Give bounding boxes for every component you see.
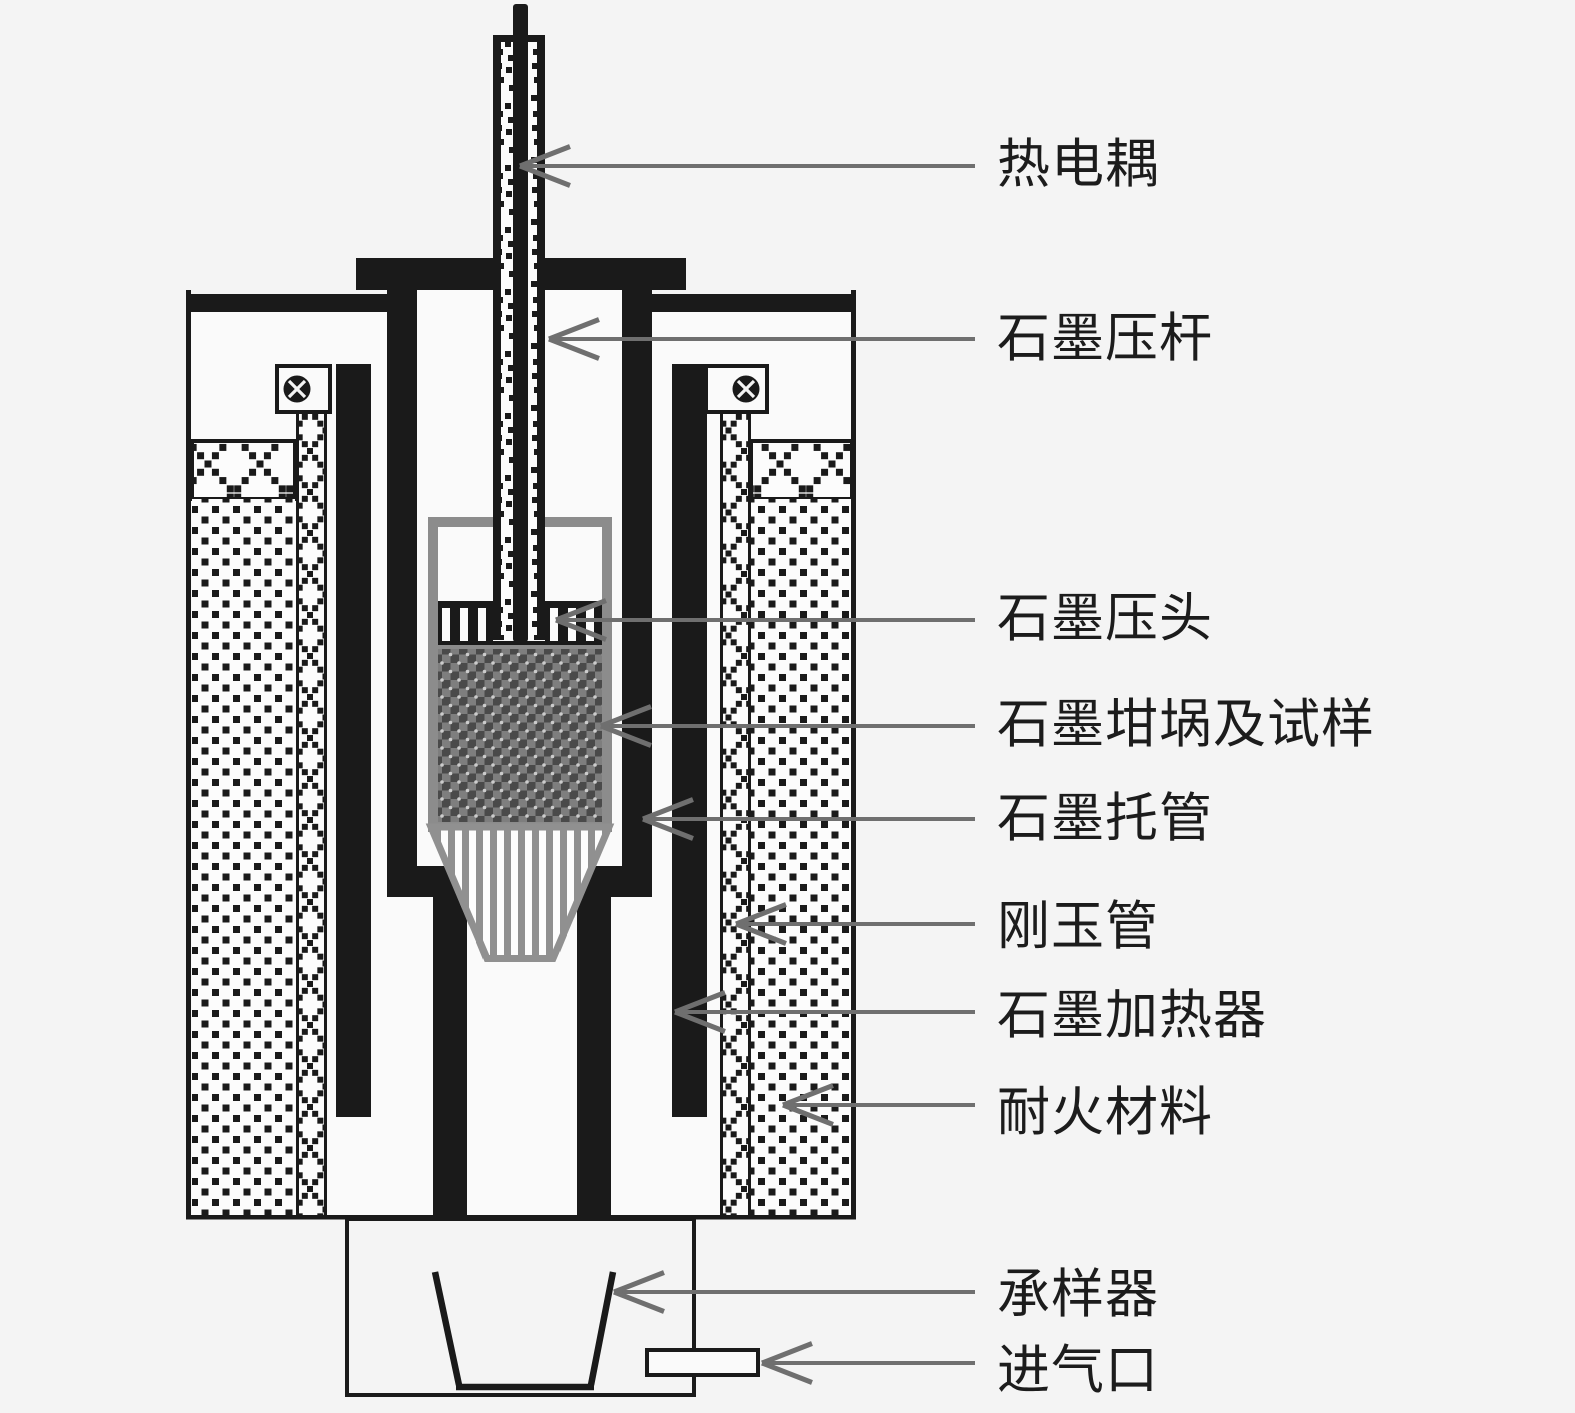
screw-box-left	[275, 364, 332, 414]
arrow-head	[642, 797, 694, 841]
refractory-dots-right	[751, 499, 852, 1215]
arrow-head	[613, 1270, 665, 1314]
label-thermocouple: 热电耦	[997, 136, 1159, 194]
crucible-sample-part	[438, 649, 602, 822]
refractory-xband-right	[751, 441, 852, 499]
label-gas-inlet: 进气口	[997, 1342, 1159, 1400]
arrow-head	[600, 704, 652, 748]
vessel-wall-left	[186, 290, 191, 1219]
label-corundum-tube: 刚玉管	[997, 898, 1159, 956]
gas-inlet-port	[645, 1348, 760, 1377]
arrow-head	[548, 317, 600, 361]
arrow-head	[519, 144, 571, 188]
crucible-wall-right	[602, 517, 612, 832]
lower-column-right	[577, 866, 611, 1215]
label-graphite-crucible-sample: 石墨坩埚及试样	[997, 696, 1375, 754]
crucible-wall-left	[428, 517, 438, 832]
arrow-head	[782, 1083, 834, 1127]
vessel-cap-left	[186, 294, 387, 312]
label-graphite-support-tube: 石墨托管	[997, 790, 1213, 848]
support-tube-wall-right	[622, 290, 652, 897]
label-sample-receiver: 承样器	[997, 1266, 1159, 1324]
arrow-graphite-press-head	[555, 598, 975, 642]
refractory-left-column	[190, 439, 297, 1215]
graphite-heater-left	[336, 364, 371, 1117]
thermocouple-rod	[513, 4, 528, 642]
base-box-frame	[345, 1217, 696, 1397]
lower-column-left	[433, 866, 467, 1215]
push-rod-tube-wall-left	[493, 35, 501, 640]
support-tube-step-left	[417, 866, 433, 897]
label-refractory-material: 耐火材料	[997, 1084, 1213, 1142]
screw-cross-left	[287, 379, 307, 399]
corundum-pattern-left	[296, 412, 327, 1215]
arrow-refractory-material	[782, 1083, 975, 1127]
label-graphite-push-rod: 石墨压杆	[997, 310, 1213, 368]
press-head-top-edge-right	[545, 601, 602, 608]
arrow-head	[674, 990, 726, 1034]
screw-box-right	[704, 364, 769, 414]
funnel-outline	[425, 823, 615, 962]
support-tube-wall-left	[387, 290, 417, 897]
arrow-head	[761, 1341, 813, 1385]
crucible-lid-right-segment	[545, 517, 612, 527]
press-head-top-edge-left	[438, 601, 493, 608]
arrow-corundum-tube	[735, 902, 975, 946]
vessel-wall-right	[851, 290, 856, 1219]
vessel-cap-right	[651, 294, 856, 312]
press-head-bottom-edge	[438, 641, 602, 645]
crucible-lid-left-segment	[428, 517, 493, 527]
arrow-graphite-heater	[674, 990, 975, 1034]
arrow-thermocouple	[519, 144, 975, 188]
sample-receiver-lines	[431, 1271, 617, 1391]
label-arrows	[519, 144, 975, 1385]
sample-receiver-cup	[431, 1271, 617, 1391]
arrow-graphite-support-tube	[642, 797, 975, 841]
arrow-graphite-crucible-sample	[600, 704, 975, 748]
corundum-tube-left	[296, 412, 327, 1215]
graphite-support-tube-part	[387, 290, 652, 1215]
arrow-sample-receiver	[613, 1270, 975, 1314]
corundum-pattern-right	[720, 412, 751, 1215]
graphite-heater-right	[672, 364, 707, 1117]
arrow-gas-inlet	[761, 1341, 975, 1385]
refractory-dots-left	[192, 499, 295, 1215]
crucible-inner-lip	[438, 645, 602, 649]
label-graphite-heater: 石墨加热器	[997, 987, 1267, 1045]
base-box	[345, 1217, 760, 1397]
arrow-graphite-push-rod	[548, 317, 975, 361]
screw-cross-right	[736, 379, 756, 399]
arrow-head	[735, 902, 787, 946]
corundum-tube-right	[720, 412, 751, 1215]
arrow-head	[555, 598, 607, 642]
push-rod-tube-wall-right	[537, 35, 545, 640]
label-graphite-press-head: 石墨压头	[997, 590, 1213, 648]
refractory-xband-left	[192, 441, 295, 499]
